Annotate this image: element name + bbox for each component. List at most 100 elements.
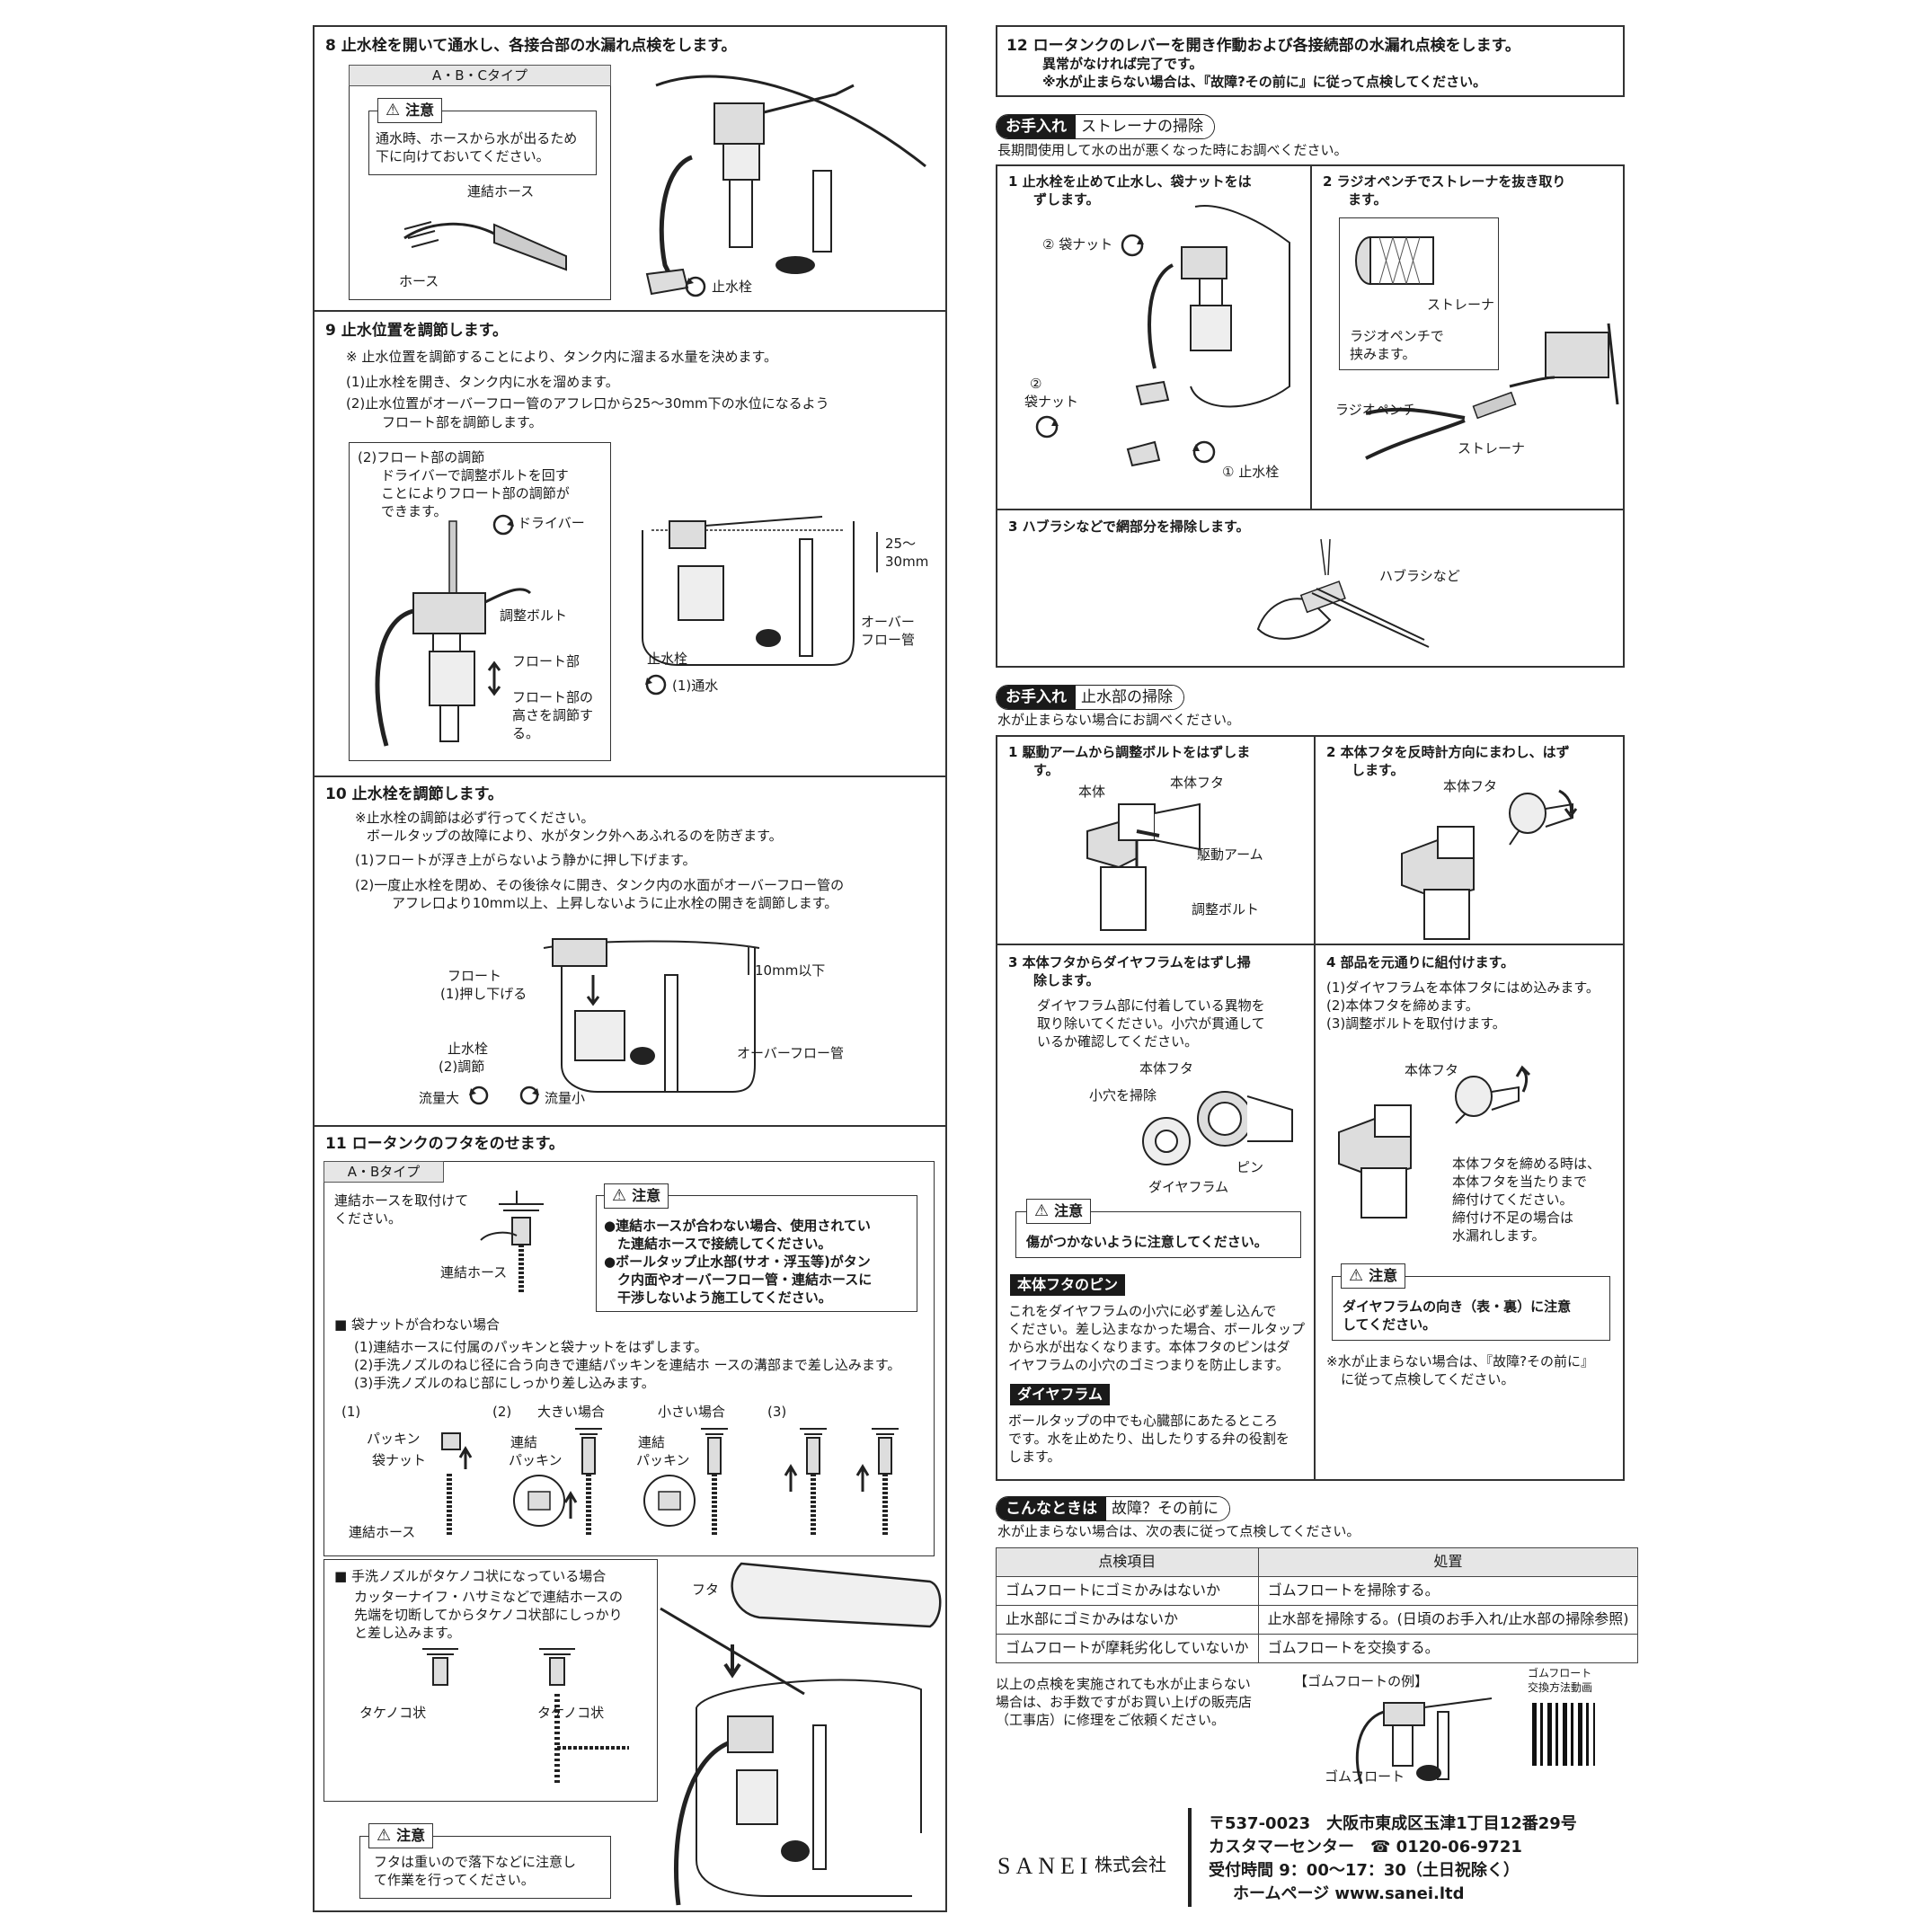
- warning-icon: ⚠: [386, 101, 401, 120]
- stopper-warning: [1015, 1211, 1301, 1258]
- step-8-warning-line1: 通水時、ホースから水が出るため: [376, 130, 578, 146]
- label-takenoko-2: タケノコ状: [537, 1705, 605, 1721]
- stopper-c1-illustration: [1086, 802, 1201, 931]
- nozzle-line1: カッターナイフ・ハサミなどで連結ホースの: [354, 1589, 623, 1605]
- stopper-warning2-line1: ダイヤフラムの向き（表・裏）に注意: [1343, 1298, 1572, 1315]
- label-adjust-bolt: 調整ボルト: [500, 607, 568, 624]
- label-10mm: 10mm以下: [755, 962, 826, 979]
- warning-icon: ⚠: [1034, 1201, 1050, 1220]
- label-link-small: 連結: [638, 1434, 666, 1450]
- label-adjust: (2)調節: [439, 1059, 485, 1075]
- label-push-down: (1)押し下げる: [440, 986, 527, 1002]
- c4-note1: 本体フタを締める時は、: [1452, 1156, 1601, 1172]
- trouble-after1: 以上の点検を実施されても水が止まらない: [996, 1676, 1251, 1692]
- strainer-filter-illustration: [1355, 236, 1434, 285]
- label-driver: ドライバー: [518, 515, 585, 531]
- label-takenoko-1: タケノコ状: [359, 1705, 427, 1721]
- company-center: カスタマーセンター ☎ 0120-06-9721: [1209, 1838, 1522, 1857]
- c4-note2: 本体フタを当たりまで: [1452, 1174, 1588, 1190]
- stopper-c2-line1: 2 本体フタを反時計方向にまわし、はず: [1326, 744, 1570, 760]
- label-overflow-2: フロー管: [861, 632, 916, 648]
- step-9-title: 9 止水位置を調節します。: [325, 322, 509, 340]
- label-valve-9: 止水栓: [647, 651, 688, 667]
- company-logo: SANEI: [997, 1853, 1094, 1879]
- stopper-heading: お手入れ止水部の掃除: [996, 685, 1184, 710]
- float-illustration: [375, 520, 532, 747]
- stopper-c4-3: (3)調整ボルトを取付けます。: [1326, 1015, 1506, 1032]
- stopper-c3-text2: 取り除いてください。小穴が貫通して: [1037, 1015, 1265, 1032]
- label-link-hose-fig: 連結ホース: [349, 1524, 416, 1540]
- step-9-step2b: フロート部を調節します。: [382, 414, 543, 430]
- attach-line1: 連結ホースを取付けて: [334, 1192, 469, 1209]
- stopper-col-divider: [1314, 735, 1316, 1481]
- valve-rotate-icon: [685, 276, 706, 297]
- label-float-10: フロート: [448, 968, 502, 984]
- hose-illustration: [403, 221, 567, 271]
- diaphragm-text1: ボールタップの中でも心臓部にあたるところ: [1008, 1413, 1279, 1429]
- left-column-frame: [313, 25, 947, 1912]
- link-hose-illustration: [480, 1191, 544, 1294]
- step-10-note1: ※止水栓の調節は必ず行ってください。: [355, 810, 595, 826]
- label-body: 本体: [1078, 784, 1106, 800]
- fig-1-label: (1): [341, 1404, 361, 1420]
- qr-label-1: ゴムフロート: [1528, 1667, 1592, 1679]
- company-kaisha: 株式会社: [1095, 1854, 1166, 1875]
- label-float-part: フロート部: [512, 653, 580, 669]
- strainer-heading: お手入れストレーナの掃除: [996, 114, 1215, 139]
- diaphragm-heading: ダイヤフラム: [1010, 1384, 1111, 1405]
- label-bag-nut-1: ② 袋ナット: [1042, 236, 1113, 253]
- float-adjust-line3: できます。: [381, 503, 448, 519]
- diaphragm-text2: です。水を止めたり、出したりする弁の役割を: [1008, 1431, 1289, 1447]
- step-11-panel: [323, 1161, 935, 1556]
- fig-3-label: (3): [767, 1404, 787, 1420]
- step-9-note: ※ 止水位置を調節することにより、タンク内に溜まる水量を決めます。: [346, 349, 777, 365]
- label-strainer-2: ストレーナ: [1458, 440, 1526, 456]
- pin-text4: イヤフラムの小穴のゴミつまりを防止します。: [1008, 1357, 1289, 1373]
- stopper-c1-line2: す。: [1033, 762, 1059, 778]
- step-9-float-panel: [349, 442, 611, 761]
- c4-note5: 水漏れします。: [1452, 1227, 1546, 1244]
- trouble-table: 点検項目処置 ゴムフロートにゴミかみはないかゴムフロートを掃除する。 止水部にゴ…: [996, 1547, 1639, 1663]
- label-25: 25～: [885, 536, 917, 552]
- step-11-warning-line4: ク内面やオーバーフロー管・連結ホースに: [604, 1272, 873, 1288]
- trouble-heading: こんなときは故障？その前に: [996, 1496, 1230, 1521]
- step-8-title: 8 止水栓を開いて通水し、各接合部の水漏れ点検をします。: [325, 37, 737, 55]
- flow-small-icon: [519, 1086, 539, 1105]
- nozzle-line2: 先端を切断してからタケノコ状部にしっかり: [354, 1607, 623, 1623]
- strainer-col-divider: [1310, 164, 1312, 509]
- label-hose: ホース: [399, 273, 439, 289]
- label-overflow-1: オーバー: [861, 614, 915, 630]
- step-8-warning-head: ⚠注意: [377, 98, 443, 123]
- label-lid: フタ: [692, 1582, 720, 1598]
- stopper-c3-text1: ダイヤフラム部に付着している異物を: [1037, 997, 1265, 1014]
- stopper-c4-2: (2)本体フタを締めます。: [1326, 997, 1479, 1014]
- table-header-row: 点検項目処置: [996, 1547, 1639, 1577]
- nut-step1: (1)連結ホースに付属のパッキンと袋ナットをはずします。: [354, 1339, 708, 1355]
- label-pinch-1: ラジオペンチで: [1350, 328, 1444, 344]
- stopper-note1: ※水が止まらない場合は、『故障?その前に』: [1326, 1353, 1595, 1369]
- step-9-tank-illustration: [642, 516, 855, 666]
- step-12-line2: 異常がなければ完了です。: [1042, 56, 1203, 72]
- nut-step2: (2)手洗ノズルのねじ径に合う向きで連結パッキンを連結ホ ースの溝部まで差し込み…: [354, 1357, 901, 1373]
- qr-code[interactable]: [1532, 1703, 1595, 1766]
- step-8-warning: [368, 111, 597, 175]
- strainer-c1-line1: 1 止水栓を止めて止水し、袋ナットをは: [1008, 173, 1252, 190]
- step-10-note2: ボールタップの故障により、水がタンク外へあふれるのを防ぎます。: [367, 828, 783, 844]
- label-brush: ハブラシなど: [1379, 568, 1460, 584]
- label-link-hose-11: 連結ホース: [440, 1264, 508, 1281]
- stopper-c3-text3: いるか確認してください。: [1037, 1033, 1199, 1050]
- step-11-type-tab: A・Bタイプ: [323, 1161, 444, 1183]
- strainer-row-divider: [996, 509, 1625, 510]
- stopper-frame: [996, 735, 1625, 1481]
- label-valve-strainer: ① 止水栓: [1222, 464, 1280, 480]
- diaphragm-text3: します。: [1008, 1449, 1061, 1465]
- company-web[interactable]: ホームページ www.sanei.ltd: [1233, 1884, 1465, 1903]
- step-10-tank-illustration: [543, 938, 760, 1093]
- strainer-intro: 長期間使用して水の出が悪くなった時にお調べください。: [997, 142, 1348, 158]
- pin-text3: から水が出なくなります。本体フタのピンはダ: [1008, 1339, 1290, 1355]
- stopper-c1-line1: 1 駆動アームから調整ボルトをはずしま: [1008, 744, 1251, 760]
- step-11-warning-line5: 干渉しないよう施工してください。: [604, 1289, 832, 1306]
- qr-label-2: 交換方法動画: [1528, 1681, 1593, 1694]
- stopper-warning2-head: ⚠注意: [1341, 1263, 1406, 1289]
- step-12-title: 12 ロータンクのレバーを開き作動および各接続部の水漏れ点検をします。: [1006, 37, 1520, 55]
